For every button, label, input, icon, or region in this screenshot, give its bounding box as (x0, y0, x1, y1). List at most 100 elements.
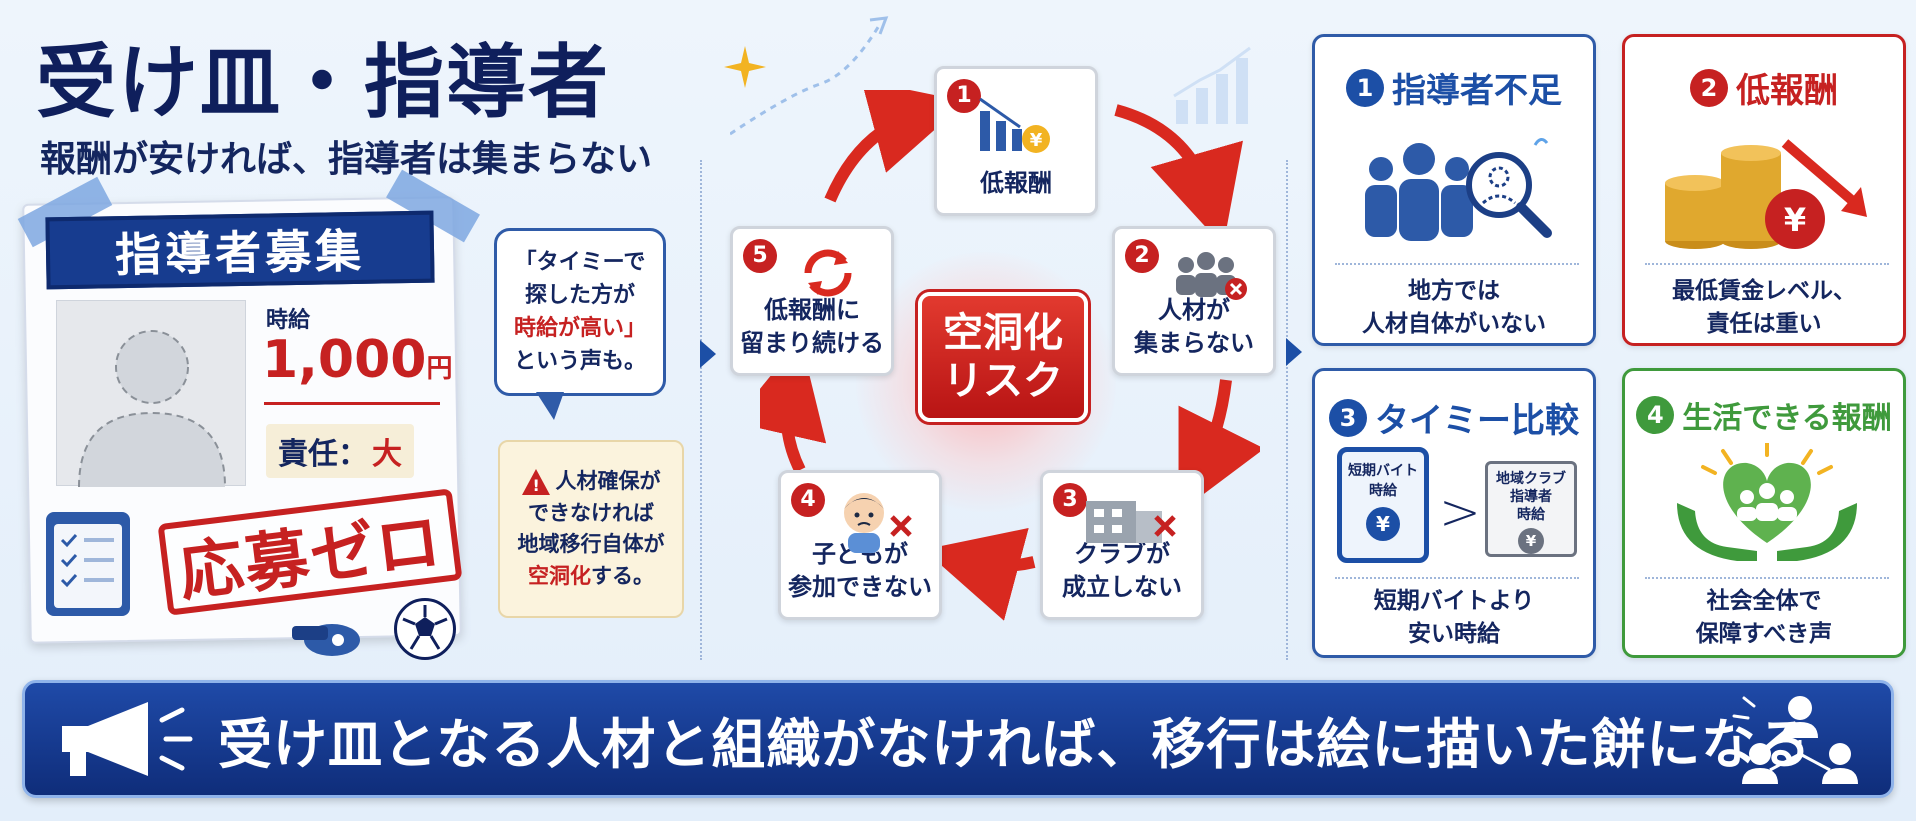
card-title-text: 指導者不足 (1392, 71, 1562, 111)
step-label: 低報酬 (980, 168, 1052, 197)
card-line-2: 安い時給 (1408, 621, 1500, 648)
wage-unit: 円 (426, 354, 453, 384)
note-line-1: 人材確保が (555, 469, 661, 493)
step-label-2: 成立しない (1062, 572, 1182, 601)
note-line-2: できなければ (528, 500, 654, 525)
step-label-1: 低報酬に (764, 296, 860, 325)
card-low-pay: 2 低報酬 ¥ 最低賃金レベル、 責任は重い (1622, 34, 1906, 346)
step-label-1: 人材が (1158, 296, 1230, 325)
club-line-2: 指導者 (1510, 489, 1552, 506)
card-number: 4 (1636, 396, 1675, 434)
conclusion-banner (22, 680, 1894, 798)
card-title: 4 生活できる報酬 (1625, 393, 1903, 437)
responsibility-box: 責任：大 (266, 424, 414, 478)
card-line-1: 地方では (1408, 278, 1500, 304)
responsibility-label: 責任： (278, 437, 368, 472)
center-line-2: リスク (943, 358, 1063, 404)
card-title-text: 生活できる報酬 (1682, 401, 1892, 436)
people-search-icon (1365, 138, 1552, 241)
yen-coin-icon-gray: ¥ (1518, 527, 1544, 554)
quote-line-4: という声も。 (513, 349, 646, 374)
note-highlight: 空洞化 (528, 563, 591, 588)
cycle-step-low-pay: 1 ¥ 低報酬 (934, 66, 1098, 216)
yen-glyph: ¥ (1030, 130, 1043, 151)
card-line-2: 人材自体がいない (1362, 311, 1546, 338)
card-separator (1335, 263, 1579, 265)
page-subtitle: 報酬が安ければ、指導者は集まらない (40, 139, 653, 180)
phone-line-2: 時給 (1369, 482, 1397, 499)
card-separator (1335, 577, 1579, 579)
phone-part-time-wage: 短期バイト 時給 ¥ (1337, 447, 1429, 563)
arrow-right-icon (700, 340, 716, 368)
applicant-photo-placeholder (56, 300, 246, 488)
card-number: 1 (1346, 68, 1384, 107)
cycle-arrows (760, 90, 1260, 621)
card-description: 最低賃金レベル、 責任は重い (1625, 275, 1903, 342)
step-label-2: 集まらない (1134, 328, 1254, 357)
yen-glyph: ¥ (1784, 201, 1806, 239)
card-line-1: 最低賃金レベル、 (1672, 278, 1856, 304)
conclusion-text: 受け皿となる人材と組織がなければ、移行は絵に描いた餅になる (218, 713, 1812, 776)
people-cross-icon (1175, 252, 1247, 300)
wage-amount: 1,000円 (262, 330, 453, 390)
person-silhouette-icon (78, 330, 226, 488)
sparkle-icon (724, 46, 766, 88)
quote-line-2: 探した方が (524, 283, 635, 308)
step-number: 5 (743, 239, 777, 273)
cycle-step-no-talent: 2 人材が 集まらない (1112, 226, 1276, 376)
card-coach-shortage: 1 指導者不足 地方では 人材自体がいない (1312, 34, 1596, 346)
yen-coin-icon: ¥ (1366, 507, 1400, 542)
wage-underline (264, 402, 440, 405)
warning-note: 人材確保が できなければ 地域移行自体が 空洞化する。 (498, 440, 684, 618)
card-timee-comparison: 3 タイミー比較 短期バイト 時給 ¥ > 地域クラブ 指導者 時給 ¥ 短期バ… (1312, 368, 1596, 658)
card-title: 3 タイミー比較 (1315, 393, 1593, 442)
page-title: 受け皿・指導者 (36, 36, 610, 129)
card-title: 2 低報酬 (1625, 63, 1903, 112)
card-separator (1645, 577, 1889, 579)
checklist-icon (54, 524, 122, 608)
step-label-2: 参加できない (788, 572, 932, 601)
responsibility-value: 大 (372, 437, 402, 472)
quote-bubble: 「タイミーで 探した方が 時給が高い」 という声も。 (494, 228, 666, 396)
step-label-2: 留まり続ける (740, 328, 884, 357)
wage-value: 1,000 (262, 330, 427, 390)
quote-line-1: 「タイミーで (514, 250, 646, 275)
step-number: 1 (947, 79, 981, 113)
card-title-text: タイミー比較 (1375, 401, 1579, 441)
quote-bubble-tail (536, 392, 564, 420)
club-line-1: 地域クラブ (1496, 471, 1566, 487)
whistle-icon (292, 624, 360, 656)
cycle-step-stays-low: 5 低報酬に 留まり続ける (730, 226, 894, 376)
dashed-arrow-icon (730, 16, 889, 136)
declining-chart-yen-icon: ¥ (979, 97, 1050, 153)
megaphone-icon (62, 702, 193, 776)
poster-heading: 指導者募集 (45, 210, 435, 290)
divider-right (1286, 160, 1288, 660)
greater-than-icon: > (1439, 483, 1481, 541)
step-number: 2 (1125, 239, 1159, 273)
center-line-1: 空洞化 (943, 310, 1063, 356)
quote-line-3: 時給が高い」 (513, 316, 646, 341)
step-number: 4 (791, 483, 825, 517)
card-line-1: 社会全体で (1706, 588, 1822, 614)
soccer-ball-icon (394, 598, 456, 660)
card-line-2: 責任は重い (1706, 311, 1822, 338)
card-title-text: 低報酬 (1736, 71, 1838, 111)
hollowing-risk-center: 空洞化 リスク (918, 292, 1088, 422)
club-coach-wage: 地域クラブ 指導者 時給 ¥ (1485, 461, 1577, 557)
step-number: 3 (1053, 483, 1087, 517)
sad-child-icon (843, 493, 912, 553)
arrow-right-icon-2 (1286, 338, 1302, 366)
step-label-1: クラブが (1074, 540, 1170, 569)
card-line-2: 保障すべき声 (1695, 621, 1833, 648)
club-line-3: 時給 (1517, 507, 1545, 524)
card-number: 3 (1329, 398, 1367, 437)
cycle-step-children-excluded: 4 子どもが 参加できない (778, 470, 942, 620)
cycle-step-club-fails: 3 クラブが 成立しない (1040, 470, 1204, 620)
wage-label: 時給 (266, 308, 311, 333)
phone-line-1: 短期バイト (1348, 463, 1418, 479)
card-description: 地方では 人材自体がいない (1315, 275, 1593, 342)
card-line-1: 短期バイトより (1373, 588, 1535, 614)
note-line-3: 地域移行自体が (517, 532, 665, 556)
note-line-4: する。 (591, 563, 654, 588)
